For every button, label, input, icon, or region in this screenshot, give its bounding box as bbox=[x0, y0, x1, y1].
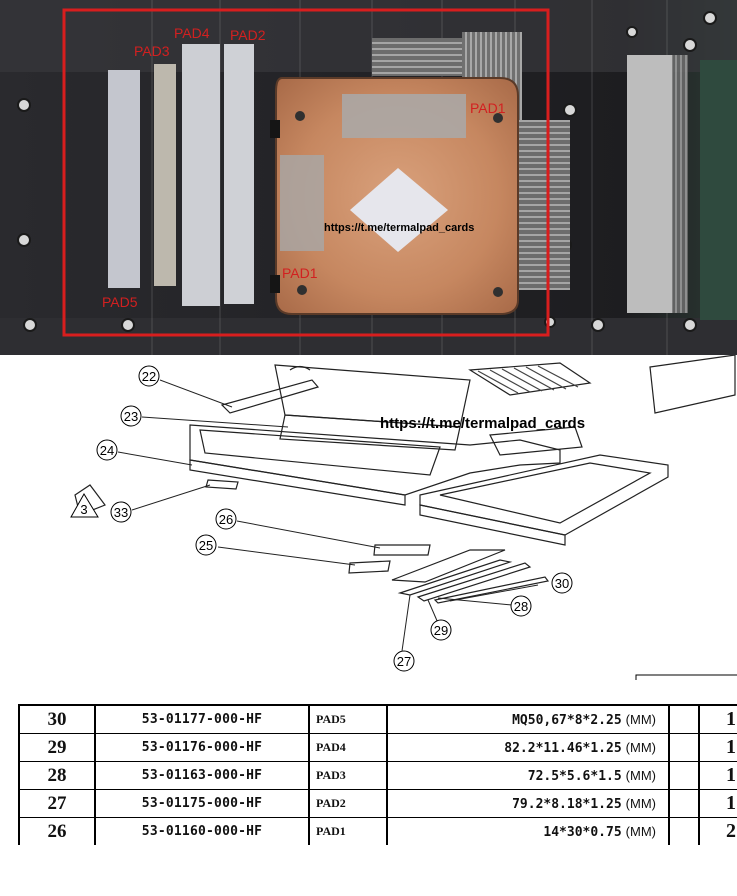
dimension-value: MQ50,67*8*2.25 bbox=[512, 712, 622, 728]
item-number: 30 bbox=[18, 704, 96, 734]
pad-name: PAD4 bbox=[308, 733, 388, 762]
svg-text:28: 28 bbox=[514, 599, 528, 614]
pad1-bottom-label: PAD1 bbox=[282, 265, 318, 281]
right-long-pad bbox=[627, 55, 673, 313]
svg-text:30: 30 bbox=[555, 576, 569, 591]
svg-text:26: 26 bbox=[219, 512, 233, 527]
leader-lines bbox=[117, 379, 539, 652]
dimension-value: 82.2*11.46*1.25 bbox=[504, 740, 622, 756]
pad5-label: PAD5 bbox=[102, 294, 138, 310]
quantity: 2 bbox=[698, 817, 737, 845]
part-number: 53-01175-000-HF bbox=[94, 789, 310, 818]
pad4-strip bbox=[182, 44, 220, 306]
pad1-top-area bbox=[342, 94, 466, 138]
dimension-unit: (MM) bbox=[625, 711, 656, 727]
spacer-cell bbox=[668, 704, 700, 734]
svg-text:27: 27 bbox=[397, 654, 411, 669]
dimension-unit: (MM) bbox=[625, 739, 656, 755]
gpu-backplate-photo: PAD3 PAD4 PAD2 PAD1 PAD1 PAD5 https://t.… bbox=[0, 0, 737, 355]
callout-25: 25 bbox=[195, 534, 217, 556]
callout-23: 23 bbox=[120, 405, 142, 427]
callout-24: 24 bbox=[96, 439, 118, 461]
pad-name: PAD3 bbox=[308, 761, 388, 790]
callout-30: 30 bbox=[551, 572, 573, 594]
dimension-value: 14*30*0.75 bbox=[543, 824, 622, 840]
exploded-assembly-drawing: 22 23 24 33 26 25 30 28 29 27 3 https://… bbox=[70, 355, 737, 680]
dimension-unit: (MM) bbox=[625, 795, 656, 811]
pad4-label: PAD4 bbox=[174, 25, 210, 41]
svg-text:25: 25 bbox=[199, 538, 213, 553]
spacer-cell bbox=[668, 761, 700, 790]
pad-dimensions: 82.2*11.46*1.25(MM) bbox=[386, 733, 670, 762]
assembly-linework bbox=[74, 355, 736, 604]
dimension-unit: (MM) bbox=[625, 767, 656, 783]
drawing-frame-corner bbox=[635, 674, 737, 680]
spacer-cell bbox=[668, 789, 700, 818]
pad-name: PAD5 bbox=[308, 704, 388, 734]
dimension-value: 79.2*8.18*1.25 bbox=[512, 796, 622, 812]
gpu-die-area bbox=[350, 168, 448, 252]
callout-28: 28 bbox=[510, 595, 532, 617]
quantity: 1 bbox=[698, 733, 737, 762]
photo-watermark: https://t.me/termalpad_cards bbox=[324, 222, 474, 234]
pad-dimensions: 14*30*0.75(MM) bbox=[386, 817, 670, 845]
part-number: 53-01163-000-HF bbox=[94, 761, 310, 790]
quantity: 1 bbox=[698, 704, 737, 734]
pad3-strip bbox=[154, 64, 176, 286]
spacer-cell bbox=[668, 733, 700, 762]
svg-text:33: 33 bbox=[114, 505, 128, 520]
callout-27: 27 bbox=[393, 650, 415, 672]
pad-dimensions: 72.5*5.6*1.5(MM) bbox=[386, 761, 670, 790]
callout-26: 26 bbox=[215, 508, 237, 530]
callout-29: 29 bbox=[430, 619, 452, 641]
pad2-strip bbox=[224, 44, 254, 304]
pad1-left-area bbox=[280, 155, 324, 251]
part-number: 53-01177-000-HF bbox=[94, 704, 310, 734]
svg-text:24: 24 bbox=[100, 443, 114, 458]
callout-22: 22 bbox=[138, 365, 160, 387]
pad3-label: PAD3 bbox=[134, 43, 170, 59]
item-number: 29 bbox=[18, 733, 96, 762]
pad-name: PAD1 bbox=[308, 817, 388, 845]
pad2-label: PAD2 bbox=[230, 27, 266, 43]
item-number: 28 bbox=[18, 761, 96, 790]
part-number: 53-01160-000-HF bbox=[94, 817, 310, 845]
item-number: 26 bbox=[18, 817, 96, 845]
callout-33: 33 bbox=[110, 501, 132, 523]
pad-dimensions: 79.2*8.18*1.25(MM) bbox=[386, 789, 670, 818]
svg-text:23: 23 bbox=[124, 409, 138, 424]
note-triangle: 3 bbox=[70, 493, 99, 518]
spacer-cell bbox=[668, 817, 700, 845]
dimension-value: 72.5*5.6*1.5 bbox=[527, 768, 622, 784]
drawing-watermark: https://t.me/termalpad_cards bbox=[380, 415, 585, 432]
highlight-frame bbox=[62, 8, 550, 337]
quantity: 1 bbox=[698, 761, 737, 790]
svg-text:3: 3 bbox=[80, 502, 87, 517]
quantity: 1 bbox=[698, 789, 737, 818]
pad5-strip bbox=[108, 70, 140, 288]
svg-text:22: 22 bbox=[142, 369, 156, 384]
item-number: 27 bbox=[18, 789, 96, 818]
pad-dimensions: MQ50,67*8*2.25(MM) bbox=[386, 704, 670, 734]
pad1-top-label: PAD1 bbox=[470, 100, 506, 116]
part-number: 53-01176-000-HF bbox=[94, 733, 310, 762]
svg-text:29: 29 bbox=[434, 623, 448, 638]
heatsink-fins-right bbox=[518, 120, 570, 290]
pad-name: PAD2 bbox=[308, 789, 388, 818]
dimension-unit: (MM) bbox=[625, 823, 656, 839]
